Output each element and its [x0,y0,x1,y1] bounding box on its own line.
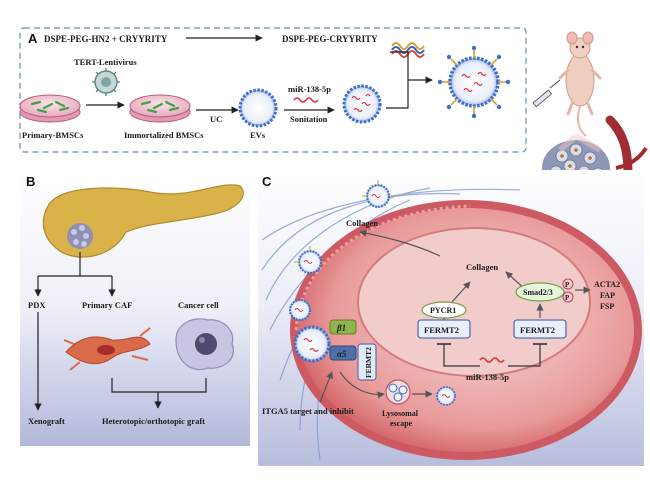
smad-label: Smad2/3 [523,288,553,297]
integrin-beta1: β1 [329,319,357,335]
fermt2-membrane-box: FERMT2 [357,343,377,381]
itga5-label: ITGA5 target and inhibit [262,406,354,416]
fermt2-left-label: FERMT2 [424,325,459,335]
sonication-label: Sonitation [290,114,328,124]
pycr1-label: PYCR1 [430,306,456,315]
lentivirus-label: TERT-Lentivirus [74,57,137,67]
pycr1-collagen-arrow [451,281,471,303]
cancer-cell-label: Cancer cell [178,300,219,310]
ev-ecm-2 [294,246,326,274]
immortalized-bmsc-label: Immortalized BMSCs [124,130,204,140]
uc-label: UC [210,114,222,124]
reagents-label: DSPE-PEG-HN2 + CRYYRITY [44,34,168,44]
docking-ev [293,325,331,363]
inhibit-right [508,344,541,367]
lysosome-cluster [385,379,411,405]
fermt2-right-label: FERMT2 [520,325,555,335]
escaped-ev [436,386,456,406]
immortalized-bmsc-dish [129,94,191,123]
alpha5-label: α5 [337,349,347,359]
acta2-label: ACTA2 [594,280,620,289]
conjugate-label: DSPE-PEG-CRYYRITY [282,34,378,44]
caf-cell-icon [63,327,151,371]
fermt2-right-node: FERMT2 [513,319,567,339]
panel-b-label: B [26,174,35,189]
panel-c-label: C [262,174,272,189]
collagen-outer-label: Collagen [346,218,378,228]
phospho-2: P [562,291,574,303]
pancreas-icon [42,184,244,258]
mirna-icon-c [479,357,505,363]
engineered-ev [437,45,511,119]
fap-label: FAP [600,291,615,300]
itga5-pointer [319,371,333,403]
collagen-inner-label: Collagen [466,262,498,272]
split-lines [37,252,113,294]
fermt2-left-node: FERMT2 [417,319,471,339]
lysosomal-escape-line2: escape [390,419,413,428]
ev-ecm-3 [289,299,311,321]
mirna-label-a: miR-138-5p [288,84,331,94]
inhibit-left [443,344,480,367]
collagen-secretion-arrow [359,229,441,257]
lysosomal-escape-label: Lysosomal escape [382,409,420,428]
pdx-label: PDX [28,300,46,310]
lentivirus-icon [92,68,120,96]
mirna-label-c: miR-138-5p [466,372,509,382]
lysosomal-escape-line1: Lysosomal [382,409,419,418]
beta1-label: β1 [336,323,346,333]
ev-vesicle [238,88,278,128]
panel-a-label: A [28,31,38,46]
nucleus [357,227,591,377]
integrin-alpha5: α5 [329,345,357,361]
primary-bmsc-dish [19,94,81,123]
syringe-icon [532,79,561,108]
fsp-label: FSP [600,302,614,311]
primary-bmsc-label: Primary-BMSCs [22,130,84,140]
mirna-icon-a [293,97,319,103]
mouse-icon [558,31,602,137]
svg-text:P: P [565,294,570,302]
panel-a-frame [19,27,527,153]
fermt2-membrane-label: FERMT2 [364,347,373,378]
graft-label: Heterotopic/orthotopic graft [102,416,205,426]
xenograft-label: Xenograft [28,416,65,426]
uptake-arrow [339,371,385,399]
smad-node: Smad2/3 [515,282,565,302]
svg-text:P: P [565,281,570,289]
loaded-ev [342,84,382,124]
primary-caf-label: Primary CAF [82,300,132,310]
evs-label: EVs [250,130,266,140]
cancer-cell-icon [175,318,234,371]
phospho-1: P [562,278,574,290]
pycr1-node: PYCR1 [421,301,467,319]
ev-ecm-1 [362,180,394,208]
